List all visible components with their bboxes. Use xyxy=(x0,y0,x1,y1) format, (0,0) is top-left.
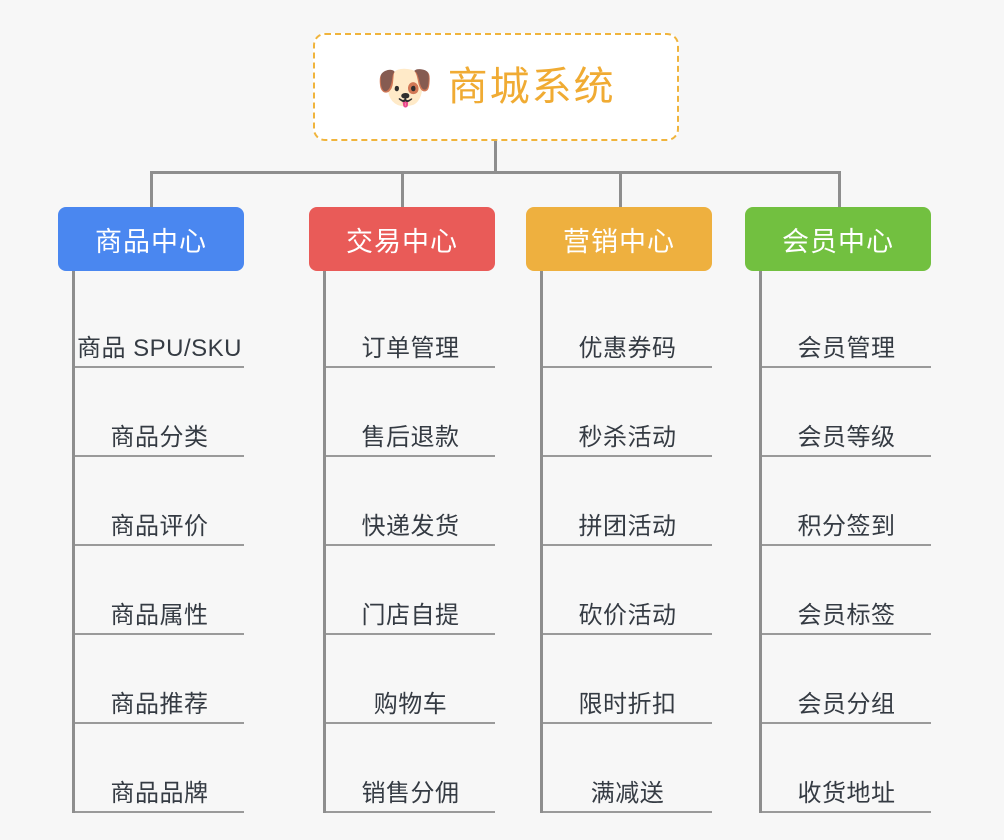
connector-root-stem xyxy=(494,141,497,173)
list-item-label: 订单管理 xyxy=(361,334,460,362)
root-node: 🐶 商城系统 xyxy=(313,33,679,141)
branch-items-product-center: 商品 SPU/SKU 商品分类 商品评价 商品属性 商品推荐 商品品牌 xyxy=(72,271,244,813)
list-item[interactable]: 商品品牌 xyxy=(75,724,244,813)
list-item-label: 商品推荐 xyxy=(110,690,209,718)
branch-product-center: 商品中心 商品 SPU/SKU 商品分类 商品评价 商品属性 商品推荐 商品品牌 xyxy=(58,207,244,813)
list-item-label: 会员管理 xyxy=(797,334,896,362)
list-item[interactable]: 门店自提 xyxy=(326,546,495,635)
list-item[interactable]: 订单管理 xyxy=(326,279,495,368)
branch-member-center: 会员中心 会员管理 会员等级 积分签到 会员标签 会员分组 收货地址 xyxy=(745,207,931,813)
connector-drop-marketing-center xyxy=(619,171,622,209)
list-item-label: 会员分组 xyxy=(797,690,896,718)
list-item-label: 优惠券码 xyxy=(578,334,677,362)
list-item[interactable]: 积分签到 xyxy=(762,457,931,546)
list-item[interactable]: 商品推荐 xyxy=(75,635,244,724)
list-item-label: 商品分类 xyxy=(110,423,209,451)
list-item-label: 积分签到 xyxy=(797,512,896,540)
list-item-label: 商品品牌 xyxy=(110,779,209,807)
list-item[interactable]: 优惠券码 xyxy=(543,279,712,368)
list-item[interactable]: 销售分佣 xyxy=(326,724,495,813)
root-title: 商城系统 xyxy=(447,65,616,109)
list-item-label: 销售分佣 xyxy=(361,779,460,807)
list-item[interactable]: 收货地址 xyxy=(762,724,931,813)
branch-header-trade-center[interactable]: 交易中心 xyxy=(309,207,495,271)
branch-items-marketing-center: 优惠券码 秒杀活动 拼团活动 砍价活动 限时折扣 满减送 xyxy=(540,271,712,813)
branch-trade-center: 交易中心 订单管理 售后退款 快递发货 门店自提 购物车 销售分佣 xyxy=(309,207,495,813)
list-item-label: 收货地址 xyxy=(797,779,896,807)
list-item[interactable]: 拼团活动 xyxy=(543,457,712,546)
list-item[interactable]: 满减送 xyxy=(543,724,712,813)
list-item[interactable]: 限时折扣 xyxy=(543,635,712,724)
connector-drop-product-center xyxy=(150,171,153,209)
connector-drop-trade-center xyxy=(401,171,404,209)
list-item-label: 购物车 xyxy=(373,690,448,718)
list-item-label: 快递发货 xyxy=(361,512,460,540)
list-item-label: 会员等级 xyxy=(797,423,896,451)
list-item[interactable]: 秒杀活动 xyxy=(543,368,712,457)
branch-marketing-center: 营销中心 优惠券码 秒杀活动 拼团活动 砍价活动 限时折扣 满减送 xyxy=(526,207,712,813)
list-item[interactable]: 砍价活动 xyxy=(543,546,712,635)
connector-drop-member-center xyxy=(838,171,841,209)
list-item[interactable]: 会员等级 xyxy=(762,368,931,457)
branch-items-trade-center: 订单管理 售后退款 快递发货 门店自提 购物车 销售分佣 xyxy=(323,271,495,813)
list-item[interactable]: 商品 SPU/SKU xyxy=(75,279,244,368)
shiba-dog-face-icon: 🐶 xyxy=(376,61,434,113)
list-item[interactable]: 商品分类 xyxy=(75,368,244,457)
list-item[interactable]: 会员分组 xyxy=(762,635,931,724)
list-item-label: 限时折扣 xyxy=(578,690,677,718)
list-item-label: 秒杀活动 xyxy=(578,423,677,451)
list-item-label: 砍价活动 xyxy=(578,601,677,629)
list-item[interactable]: 商品属性 xyxy=(75,546,244,635)
branch-header-member-center[interactable]: 会员中心 xyxy=(745,207,931,271)
list-item-label: 满减送 xyxy=(590,779,665,807)
list-item-label: 售后退款 xyxy=(361,423,460,451)
list-item[interactable]: 快递发货 xyxy=(326,457,495,546)
list-item-label: 商品 SPU/SKU xyxy=(76,334,243,362)
list-item[interactable]: 会员标签 xyxy=(762,546,931,635)
list-item-label: 拼团活动 xyxy=(578,512,677,540)
list-item[interactable]: 会员管理 xyxy=(762,279,931,368)
list-item[interactable]: 售后退款 xyxy=(326,368,495,457)
list-item[interactable]: 购物车 xyxy=(326,635,495,724)
list-item-label: 商品评价 xyxy=(110,512,209,540)
list-item-label: 商品属性 xyxy=(110,601,209,629)
branch-header-product-center[interactable]: 商品中心 xyxy=(58,207,244,271)
branch-items-member-center: 会员管理 会员等级 积分签到 会员标签 会员分组 收货地址 xyxy=(759,271,931,813)
branch-header-marketing-center[interactable]: 营销中心 xyxy=(526,207,712,271)
list-item-label: 会员标签 xyxy=(797,601,896,629)
list-item-label: 门店自提 xyxy=(361,601,460,629)
connector-horizontal-bus xyxy=(150,171,840,174)
list-item[interactable]: 商品评价 xyxy=(75,457,244,546)
